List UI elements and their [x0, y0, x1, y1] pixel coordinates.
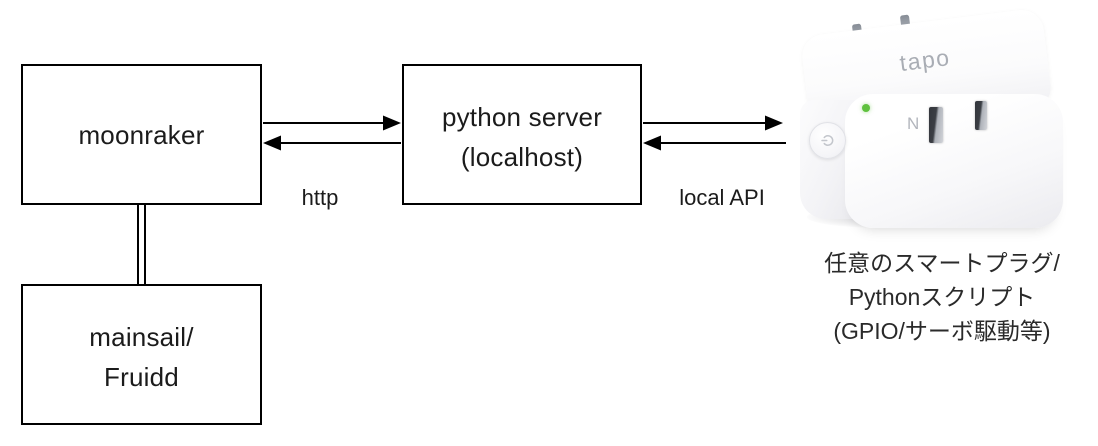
node-mainsail-fruidd: mainsail/ Fruidd [21, 284, 262, 425]
caption-line-2: Pythonスクリプト [848, 284, 1036, 310]
arrow-plug-to-python-head [643, 135, 661, 151]
plug-neutral-mark: N [907, 114, 920, 133]
node-python-server: python server (localhost) [402, 64, 642, 205]
node-moonraker: moonraker [21, 64, 262, 205]
plug-front-face: N [845, 94, 1063, 228]
tapo-brand-logo: tapo [898, 43, 952, 76]
plug-outlet-slot-left [929, 107, 943, 143]
edge-label-local-api: local API [679, 185, 765, 210]
plug-status-led [862, 104, 870, 112]
plug-caption: 任意のスマートプラグ/ Pythonスクリプト (GPIO/サーボ駆動等) [791, 246, 1093, 348]
node-python-server-label-line2: (localhost) [460, 142, 584, 172]
power-icon [821, 135, 834, 146]
node-python-server-label-line1: python server [441, 102, 603, 132]
node-mainsail-label-line2: Fruidd [104, 362, 179, 392]
arrow-python-to-plug-head [765, 115, 783, 131]
node-moonraker-label: moonraker [78, 119, 205, 150]
arrow-python-to-moonraker-head [263, 135, 281, 151]
caption-line-1: 任意のスマートプラグ/ [824, 250, 1060, 276]
smart-plug-photo: tapo N [793, 4, 1095, 238]
plug-outlet-slot-right [975, 101, 987, 130]
caption-line-3: (GPIO/サーボ駆動等) [833, 318, 1051, 344]
arrow-moonraker-to-python-head [383, 115, 401, 131]
plug-power-button [809, 122, 846, 159]
edge-label-http: http [301, 185, 339, 210]
node-mainsail-label-line1: mainsail/ [89, 322, 194, 352]
